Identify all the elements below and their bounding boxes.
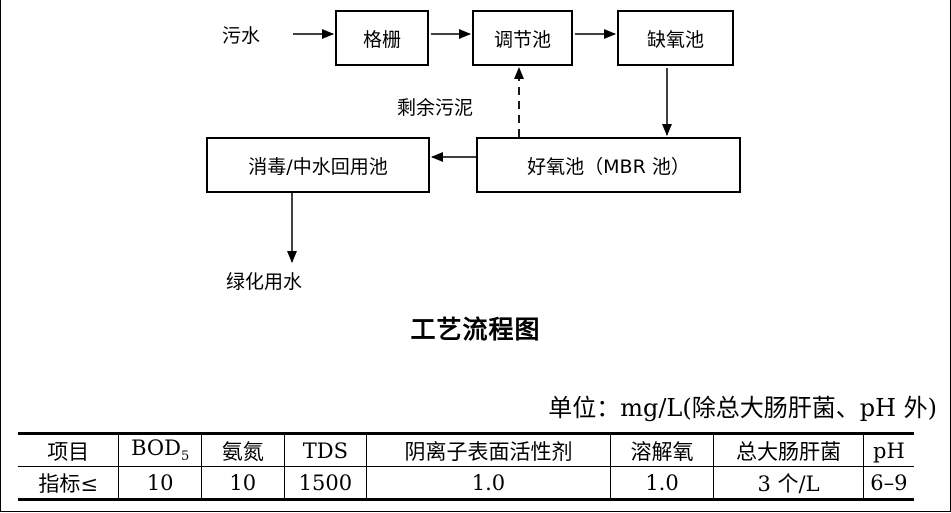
disinfection-reuse-tank-box: 消毒/中水回用池 (206, 137, 430, 193)
unit-note: 单位：mg/L(除总大肠肝菌、pH 外) (548, 394, 937, 422)
header-bod5: BOD5 (118, 433, 202, 467)
sewage-label: 污水 (222, 25, 261, 47)
header-tds: TDS (283, 433, 368, 467)
equalization-tank-label: 调节池 (493, 28, 551, 51)
equalization-tank-box: 调节池 (472, 10, 573, 66)
anoxic-tank-label: 缺氧池 (646, 28, 704, 51)
header-bod-text: BOD (131, 436, 181, 461)
header-bod-subscript: 5 (180, 449, 190, 465)
header-coliform: 总大肠肝菌 (713, 433, 864, 467)
header-item: 项目 (18, 433, 120, 467)
excess-sludge-label: 剩余污泥 (397, 97, 474, 119)
grid-box: 格栅 (335, 10, 429, 66)
aerobic-mbr-tank-box: 好氧池（MBR 池） (476, 137, 741, 193)
header-surfactant: 阴离子表面活性剂 (366, 433, 611, 467)
value-bod5: 10 (118, 466, 202, 500)
value-ph: 6–9 (862, 466, 914, 500)
value-ammonia: 10 (200, 466, 285, 500)
value-item: 指标≤ (18, 466, 120, 500)
header-ammonia: 氨氮 (200, 433, 285, 467)
water-quality-table: 项目 BOD5 氨氮 TDS 阴离子表面活性剂 溶解氧 总大肠肝菌 pH 指标≤… (18, 432, 914, 501)
green-water-label: 绿化用水 (226, 271, 303, 293)
disinfection-reuse-tank-label: 消毒/中水回用池 (248, 155, 388, 178)
anoxic-tank-box: 缺氧池 (617, 10, 734, 66)
value-coliform: 3 个/L (713, 466, 864, 500)
diagram-title: 工艺流程图 (410, 315, 541, 344)
grid-label: 格栅 (362, 28, 401, 51)
table-header-row: 项目 BOD5 氨氮 TDS 阴离子表面活性剂 溶解氧 总大肠肝菌 pH (18, 433, 914, 467)
value-surfactant: 1.0 (366, 466, 611, 500)
header-dissolved-oxygen: 溶解氧 (609, 433, 715, 467)
table-value-row: 指标≤ 10 10 1500 1.0 1.0 3 个/L 6–9 (18, 466, 914, 500)
header-ph: pH (862, 433, 914, 467)
aerobic-mbr-tank-label: 好氧池（MBR 池） (527, 155, 690, 178)
value-tds: 1500 (283, 466, 368, 500)
value-dissolved-oxygen: 1.0 (609, 466, 715, 500)
